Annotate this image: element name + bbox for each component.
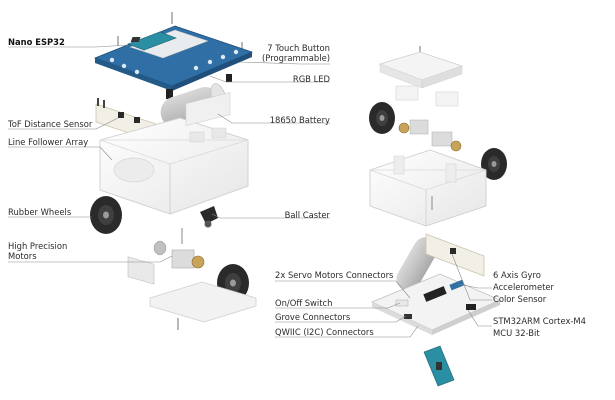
rubber-wheel	[481, 148, 507, 180]
label-qwiic-connectors: QWIIC (I2C) Connectors	[275, 327, 374, 337]
high-precision-motor	[127, 228, 205, 285]
ball-caster	[200, 206, 218, 228]
label-motors-sub: Motors	[8, 251, 37, 261]
chassis-body	[99, 92, 249, 215]
nano-esp32-module	[127, 31, 177, 51]
main-pcb-board	[371, 273, 501, 335]
nano-esp32-module	[423, 345, 455, 387]
color-sensor-board	[425, 233, 485, 277]
top-pcb-board	[93, 25, 254, 91]
label-touch-button-sub: (Programmable)	[262, 53, 330, 63]
label-servo-connectors: 2x Servo Motors Connectors	[275, 270, 394, 280]
label-tof-sensor: ToF Distance Sensor	[8, 119, 93, 129]
label-grove-connectors: Grove Connectors	[275, 312, 351, 322]
high-precision-motor	[398, 119, 462, 152]
label-ball-caster: Ball Caster	[284, 210, 330, 220]
rubber-wheel	[369, 102, 395, 134]
label-mcu-sub: MCU 32-Bit	[493, 328, 540, 338]
spacer	[226, 74, 232, 82]
label-color-sensor: Color Sensor	[493, 294, 547, 304]
bottom-plate	[149, 281, 257, 330]
label-gyro: 6 Axis Gyro	[493, 270, 541, 280]
leader-lines	[8, 44, 492, 338]
spacer	[166, 89, 173, 99]
label-mcu: STM32ARM Cortex-M4	[493, 316, 586, 326]
label-motors: High Precision	[8, 241, 68, 251]
label-battery: 18650 Battery	[269, 115, 330, 125]
label-nano-esp32: Nano ESP32	[8, 37, 65, 47]
top-shell-right	[378, 51, 464, 107]
label-line-follower: Line Follower Array	[8, 137, 89, 147]
label-rubber-wheels: Rubber Wheels	[8, 207, 72, 217]
label-accelerometer: Accelerometer	[493, 282, 554, 292]
label-rgb-led: RGB LED	[292, 74, 330, 84]
label-touch-button: 7 Touch Button	[267, 43, 330, 53]
label-onoff-switch: On/Off Switch	[275, 298, 333, 308]
rubber-wheel	[90, 196, 122, 234]
chassis-body-right	[369, 149, 487, 227]
